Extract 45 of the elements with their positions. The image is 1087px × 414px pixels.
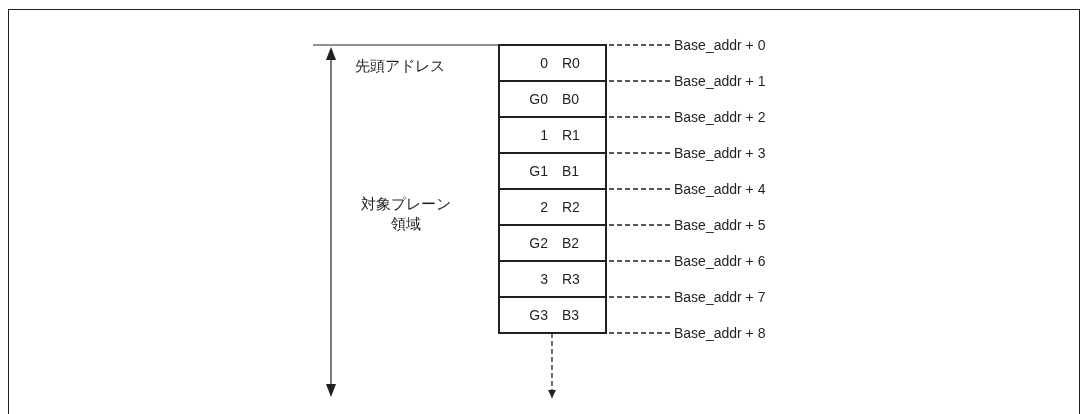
address-label: Base_addr + 6 <box>674 251 766 271</box>
leader-line <box>606 332 671 334</box>
memory-cell <box>498 188 607 226</box>
address-label: Base_addr + 7 <box>674 287 766 307</box>
cell-value: 1 <box>539 125 548 145</box>
leader-line <box>606 224 671 226</box>
address-label: Base_addr + 8 <box>674 323 766 343</box>
leader-line <box>606 260 671 262</box>
address-label: Base_addr + 0 <box>674 35 766 55</box>
cell-value: G0 <box>528 89 548 109</box>
address-label: Base_addr + 5 <box>674 215 766 235</box>
address-label: Base_addr + 2 <box>674 107 766 127</box>
cell-value: 0 <box>539 53 548 73</box>
memory-cell <box>498 296 607 334</box>
memory-cell <box>498 116 607 154</box>
cell-value: 3 <box>539 269 548 289</box>
address-label: Base_addr + 1 <box>674 71 766 91</box>
cell-value: B1 <box>562 161 580 181</box>
memory-cell <box>498 44 607 82</box>
cell-value: G3 <box>528 305 548 325</box>
cell-value: B2 <box>562 233 580 253</box>
memory-cell <box>498 152 607 190</box>
address-label: Base_addr + 4 <box>674 179 766 199</box>
cell-value: R0 <box>562 53 580 73</box>
cell-value: B0 <box>562 89 580 109</box>
cell-value: R1 <box>562 125 580 145</box>
arrow <box>548 332 556 399</box>
cell-value: B3 <box>562 305 580 325</box>
cell-value: 2 <box>539 197 548 217</box>
memory-cell <box>498 260 607 298</box>
leader-line <box>606 80 671 82</box>
cell-value: G2 <box>528 233 548 253</box>
leader-line <box>606 188 671 190</box>
memory-cell <box>498 80 607 118</box>
memory-cell <box>498 224 607 262</box>
region-label: 先頭アドレス <box>355 56 445 76</box>
cell-value: G1 <box>528 161 548 181</box>
address-label: Base_addr + 3 <box>674 143 766 163</box>
leader-line <box>606 116 671 118</box>
leader-line <box>606 296 671 298</box>
cell-value: R2 <box>562 197 580 217</box>
leader-line <box>606 44 671 46</box>
region-label: 対象プレーン領域 <box>360 194 452 234</box>
cell-value: R3 <box>562 269 580 289</box>
leader-line <box>606 152 671 154</box>
